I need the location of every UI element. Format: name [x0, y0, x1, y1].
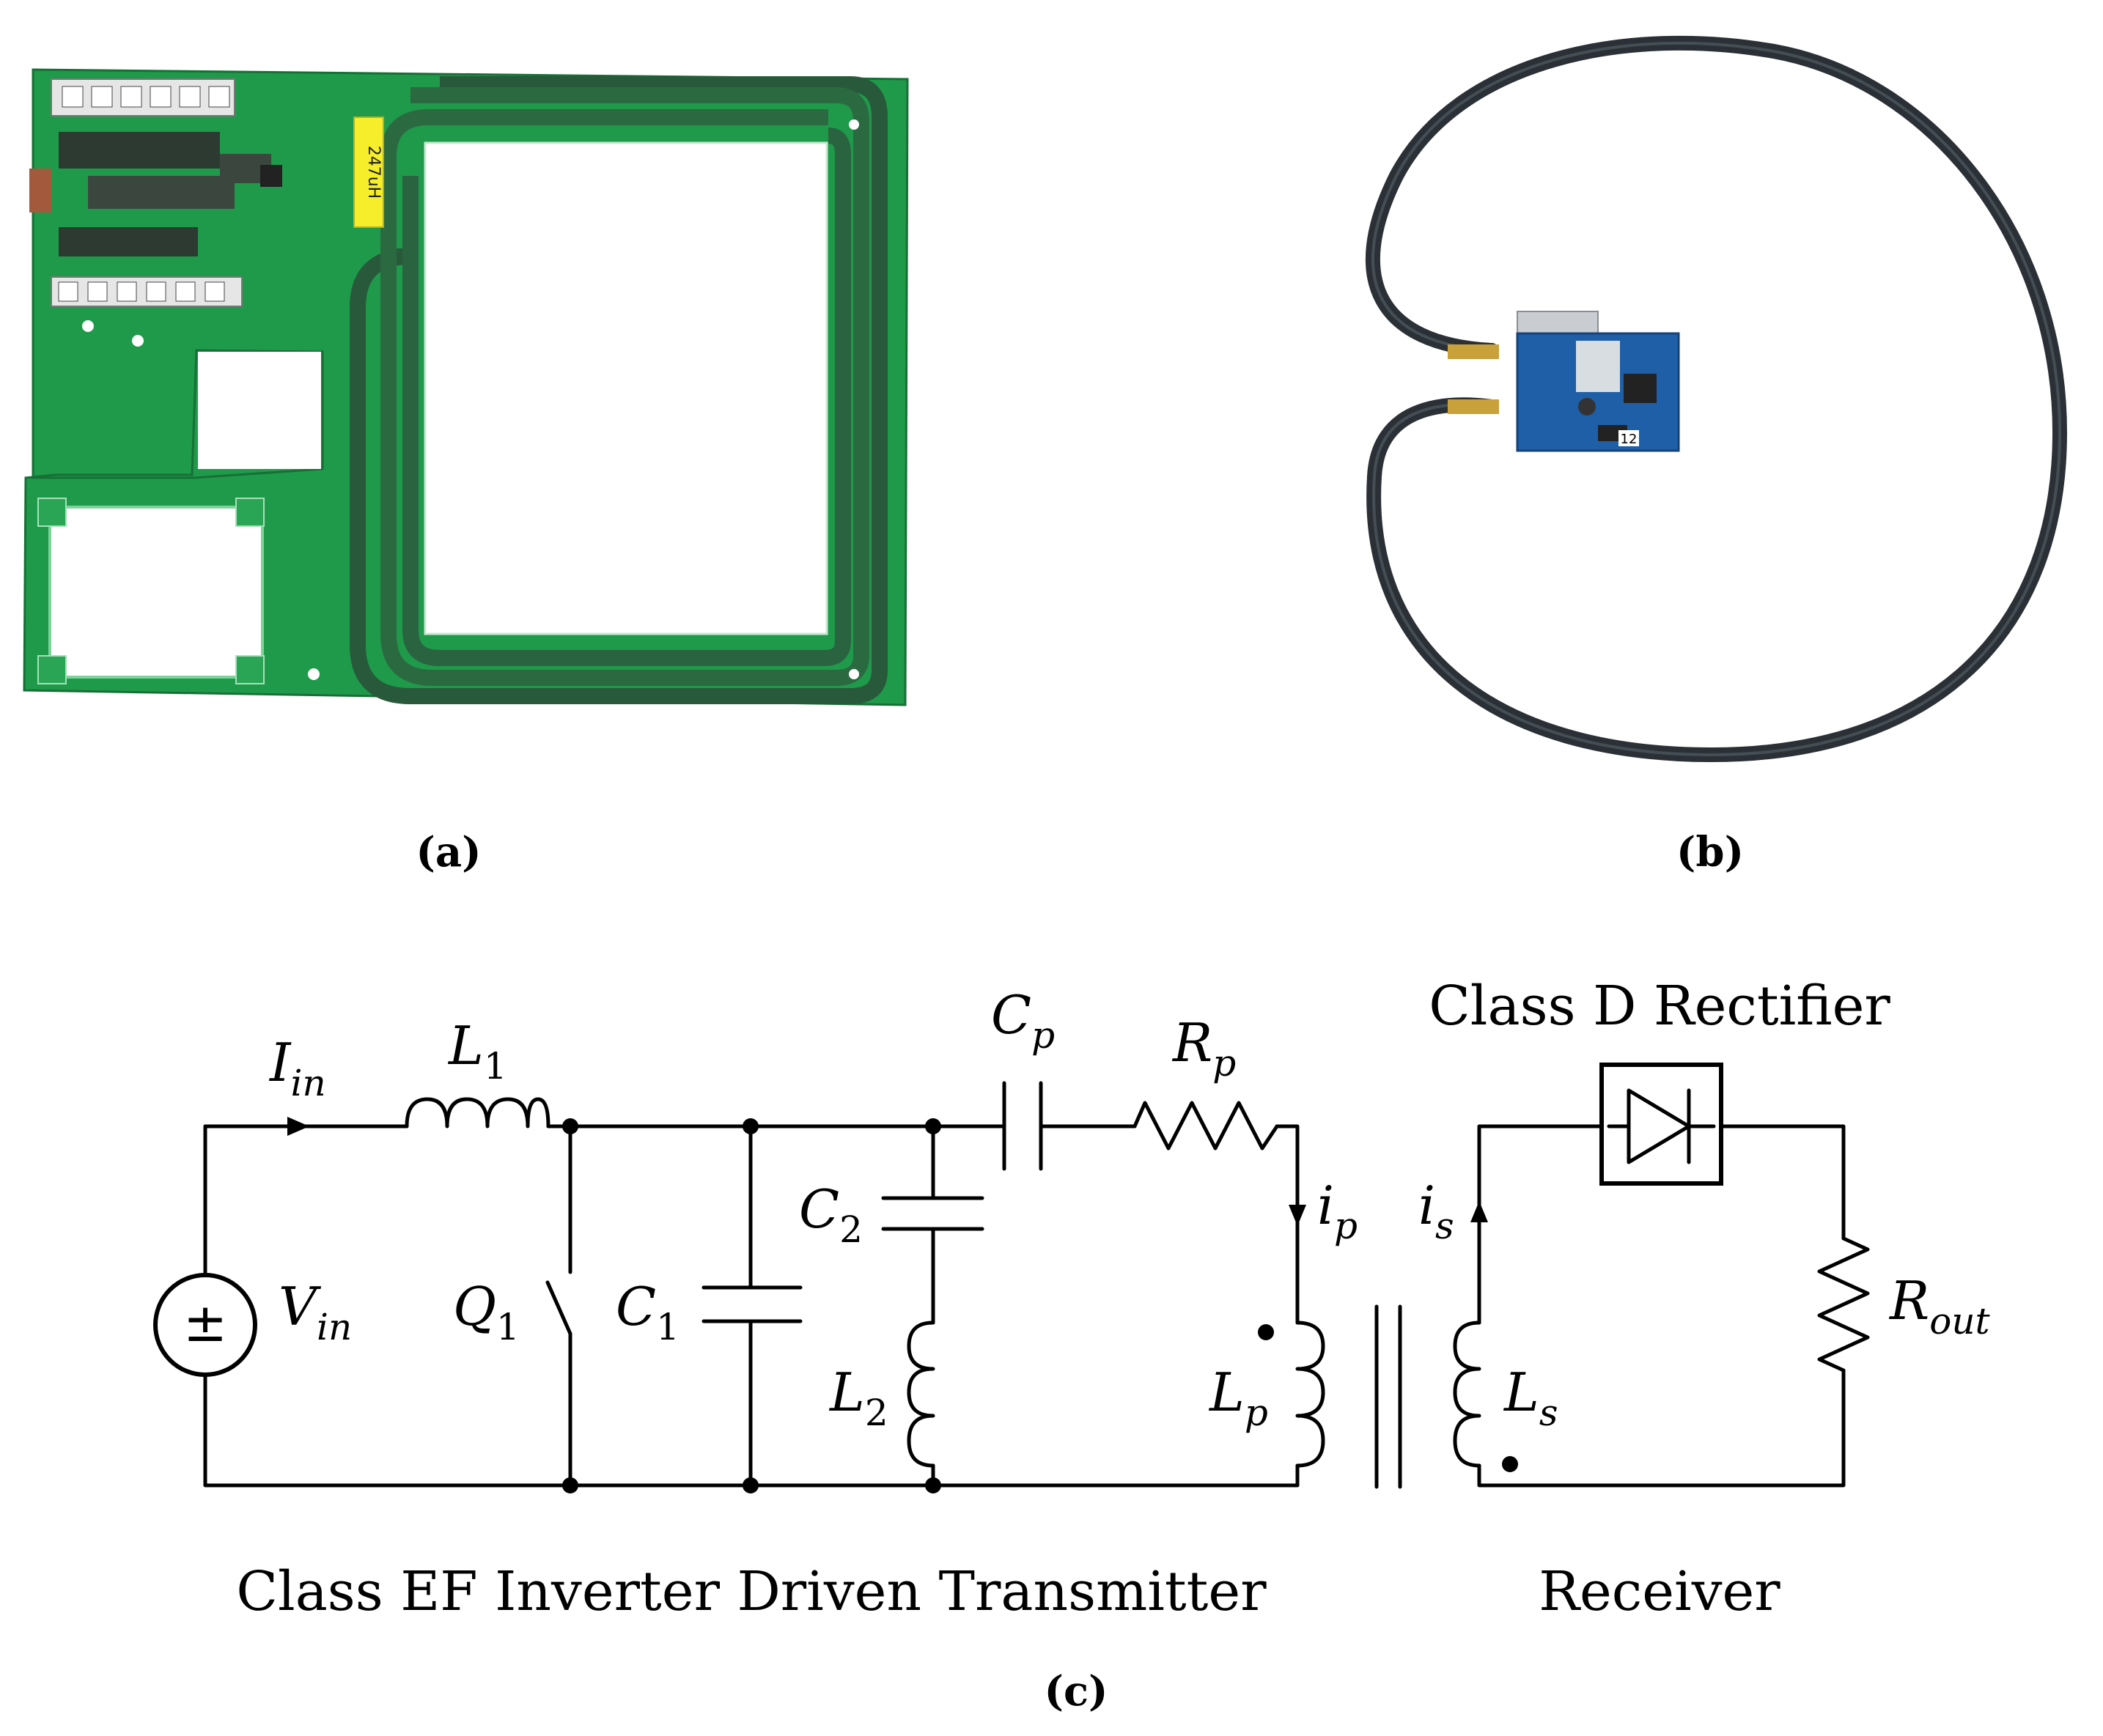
- pcb-notch: [198, 352, 321, 469]
- rectifier-diode-box: [1599, 1063, 1723, 1186]
- Rout-resistor: [1817, 1236, 1870, 1373]
- pcb-mount-frame: [48, 506, 264, 679]
- label-L2: L2: [828, 1362, 888, 1434]
- rectifier-title: Class D Rectifier: [1429, 975, 1890, 1038]
- pcb-components: [29, 78, 859, 680]
- label-C1: C1: [616, 1276, 679, 1348]
- label-ip: ip: [1317, 1175, 1358, 1247]
- label-Lp: Lp: [1208, 1362, 1268, 1434]
- coil-tag-text: 247uH: [364, 146, 383, 199]
- ls-polarity-dot: [1502, 1456, 1518, 1472]
- diode-symbol: [1607, 1088, 1716, 1164]
- Lp-inductor: [1295, 1321, 1325, 1468]
- L2-inductor: [907, 1321, 935, 1468]
- junction: [925, 1118, 941, 1134]
- label-Q1: Q1: [453, 1276, 520, 1348]
- label-Rout: Rout: [1888, 1270, 1991, 1342]
- label-Iin: Iin: [268, 1032, 326, 1104]
- label-Ls: Ls: [1503, 1362, 1558, 1434]
- junction: [562, 1118, 578, 1134]
- label-L1: L1: [447, 1015, 507, 1087]
- junction: [743, 1118, 759, 1134]
- receiver-title: Receiver: [1539, 1560, 1780, 1623]
- board-tag-text: 12: [1621, 432, 1638, 447]
- Rp-resistor: [1132, 1101, 1279, 1150]
- receiver-cable-loop: [1366, 35, 2068, 763]
- label-Rp: Rp: [1171, 1012, 1236, 1085]
- caption-b: (b): [1676, 828, 1744, 876]
- iin-arrow: [287, 1117, 309, 1136]
- caption-a: (a): [416, 828, 481, 876]
- Ls-inductor: [1453, 1321, 1481, 1468]
- L1-inductor: [405, 1097, 550, 1129]
- circuit-schematic: ±: [153, 1063, 1870, 1493]
- caption-c: (c): [1044, 1667, 1108, 1715]
- is-arrow: [1470, 1201, 1488, 1222]
- coil-window: [424, 141, 828, 635]
- label-Vin: Vin: [279, 1276, 352, 1348]
- component-labels: Iin L1 Vin Q1 C1 C2 L2 Cp Rp ip Lp: [268, 984, 1991, 1434]
- label-C2: C2: [799, 1178, 863, 1251]
- coil-trace-inner: [402, 128, 851, 666]
- label-is: is: [1418, 1175, 1454, 1247]
- label-Cp: Cp: [991, 984, 1055, 1057]
- panel-a-pcb-photo: 247uH: [23, 68, 909, 706]
- vin-source-symbol: ±: [183, 1292, 227, 1353]
- vin-source: [153, 1273, 257, 1377]
- panel-b-loop-photo: 12: [1366, 35, 2068, 763]
- board-tag-box: [1618, 430, 1639, 446]
- lp-polarity-dot: [1258, 1324, 1274, 1340]
- transmitter-title: Class EF Inverter Driven Transmitter: [236, 1560, 1267, 1623]
- coil-trace-mid: [380, 87, 869, 686]
- junction: [743, 1477, 759, 1493]
- ip-arrow: [1289, 1205, 1306, 1226]
- coil-trace-outer: [350, 76, 888, 704]
- coil-tag-sticker: [353, 117, 384, 228]
- junction: [562, 1477, 578, 1493]
- junction: [925, 1477, 941, 1493]
